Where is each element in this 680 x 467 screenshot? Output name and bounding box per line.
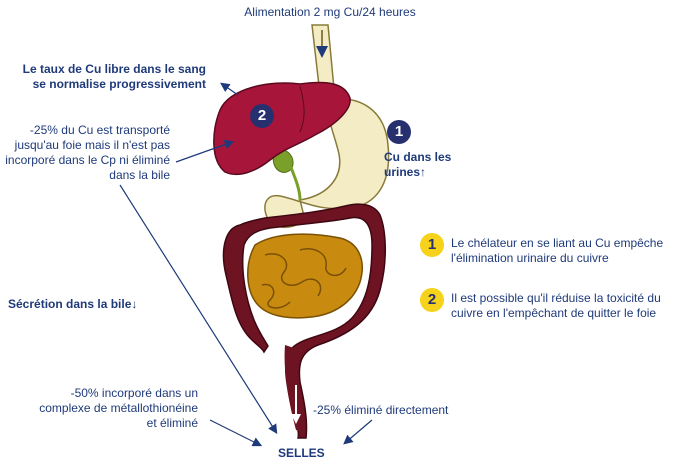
legend-badge-2: 2: [420, 288, 444, 312]
bile-duct: [290, 165, 300, 200]
legend-text-2: Il est possible qu'il réduise la toxicit…: [451, 291, 676, 321]
legend-text-1: Le chélateur en se liant au Cu empêche l…: [451, 236, 666, 266]
legend-badge-1: 1: [420, 233, 444, 257]
liver-badge: 2: [250, 104, 274, 128]
urine-label: Cu dans les urines↑: [384, 150, 469, 180]
kidney-badge: 1: [387, 120, 411, 144]
bile-label: Sécrétion dans la bile↓: [8, 297, 188, 312]
direct-elimination-note: -25% éliminé directement: [313, 403, 493, 418]
free-cu-note: Le taux de Cu libre dans le sang se norm…: [18, 62, 206, 92]
stool-label: SELLES: [278, 446, 338, 461]
direct-elimination-arrow: [345, 420, 372, 443]
metallothionein-note: -50% incorporé dans un complexe de métal…: [30, 386, 198, 431]
free-cu-arrow: [222, 84, 238, 95]
intake-label: Alimentation 2 mg Cu/24 heures: [210, 5, 450, 20]
small-intestine: [248, 234, 362, 318]
liver-transport-note: -25% du Cu est transporté jusqu'au foie …: [5, 123, 170, 183]
metallothionein-arrow: [210, 420, 260, 445]
